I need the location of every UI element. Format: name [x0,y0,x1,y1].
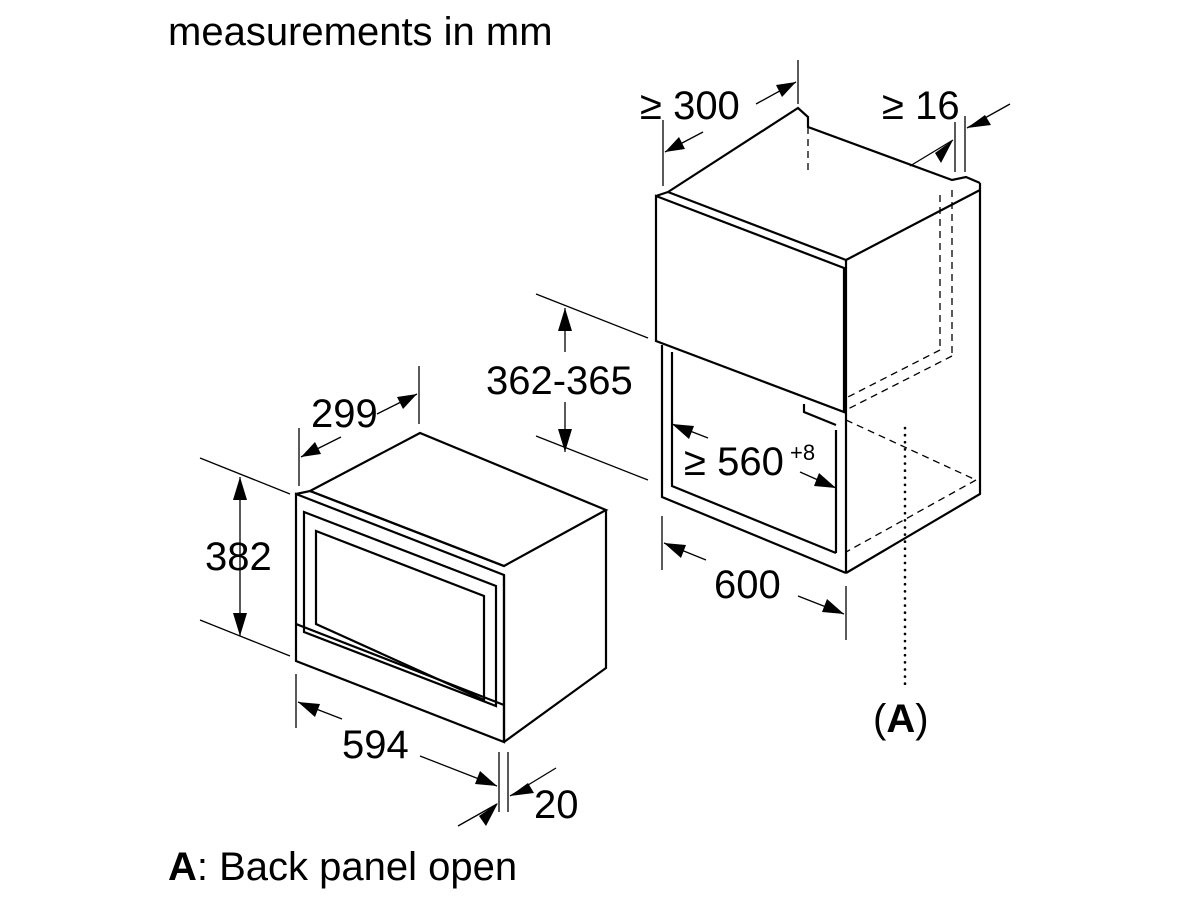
dim-appliance-depth [298,366,420,486]
niche-height-label: 362-365 [486,359,633,403]
cabinet-right-side [845,183,982,574]
niche-width-value: 560 [717,440,784,484]
upper-cabinet-front [654,194,846,414]
appliance-height-label: 382 [205,535,272,579]
niche-width-prefix: ≥ [684,440,717,484]
appliance-window-glass [314,529,486,702]
cabinet-width-label: 600 [714,563,781,607]
callout-label: (A) [873,697,929,741]
dim-side-clearance [909,103,1011,172]
dim-niche-width [671,423,837,489]
cabinet-drawing [654,106,982,575]
callout-key: A [886,697,915,741]
dim-cabinet-width [661,516,847,640]
footnote-key: A [168,845,197,889]
niche-opening-left [660,345,847,575]
dim-appliance-height [199,457,291,657]
niche-width-label: ≥ 560 [684,440,784,484]
upper-cabinet-edge [655,190,847,262]
niche-width-tolerance: +8 [790,440,815,465]
appliance-front-panel [294,492,506,744]
diagram-title: measurements in mm [168,10,553,54]
appliance-drawing [294,431,609,744]
dim-front-thickness [457,752,557,827]
side-clearance-label: ≥ 16 [882,84,960,128]
footnote: A: Back panel open [168,845,517,889]
niche-depth-label: ≥ 300 [640,84,740,128]
appliance-window-frame [302,510,498,708]
niche-opening-inner [670,352,837,555]
footnote-text: : Back panel open [197,845,517,889]
niche-inner-shelf [802,404,837,427]
appliance-control-strip [295,622,505,707]
dim-niche-depth [662,60,799,186]
appliance-body-side [503,510,608,743]
dim-niche-height [535,293,649,481]
appliance-depth-label: 299 [311,392,378,436]
cabinet-top-front-edge [845,189,981,261]
front-thickness-label: 20 [534,783,579,827]
dim-appliance-width [295,674,500,812]
appliance-width-label: 594 [342,723,409,767]
